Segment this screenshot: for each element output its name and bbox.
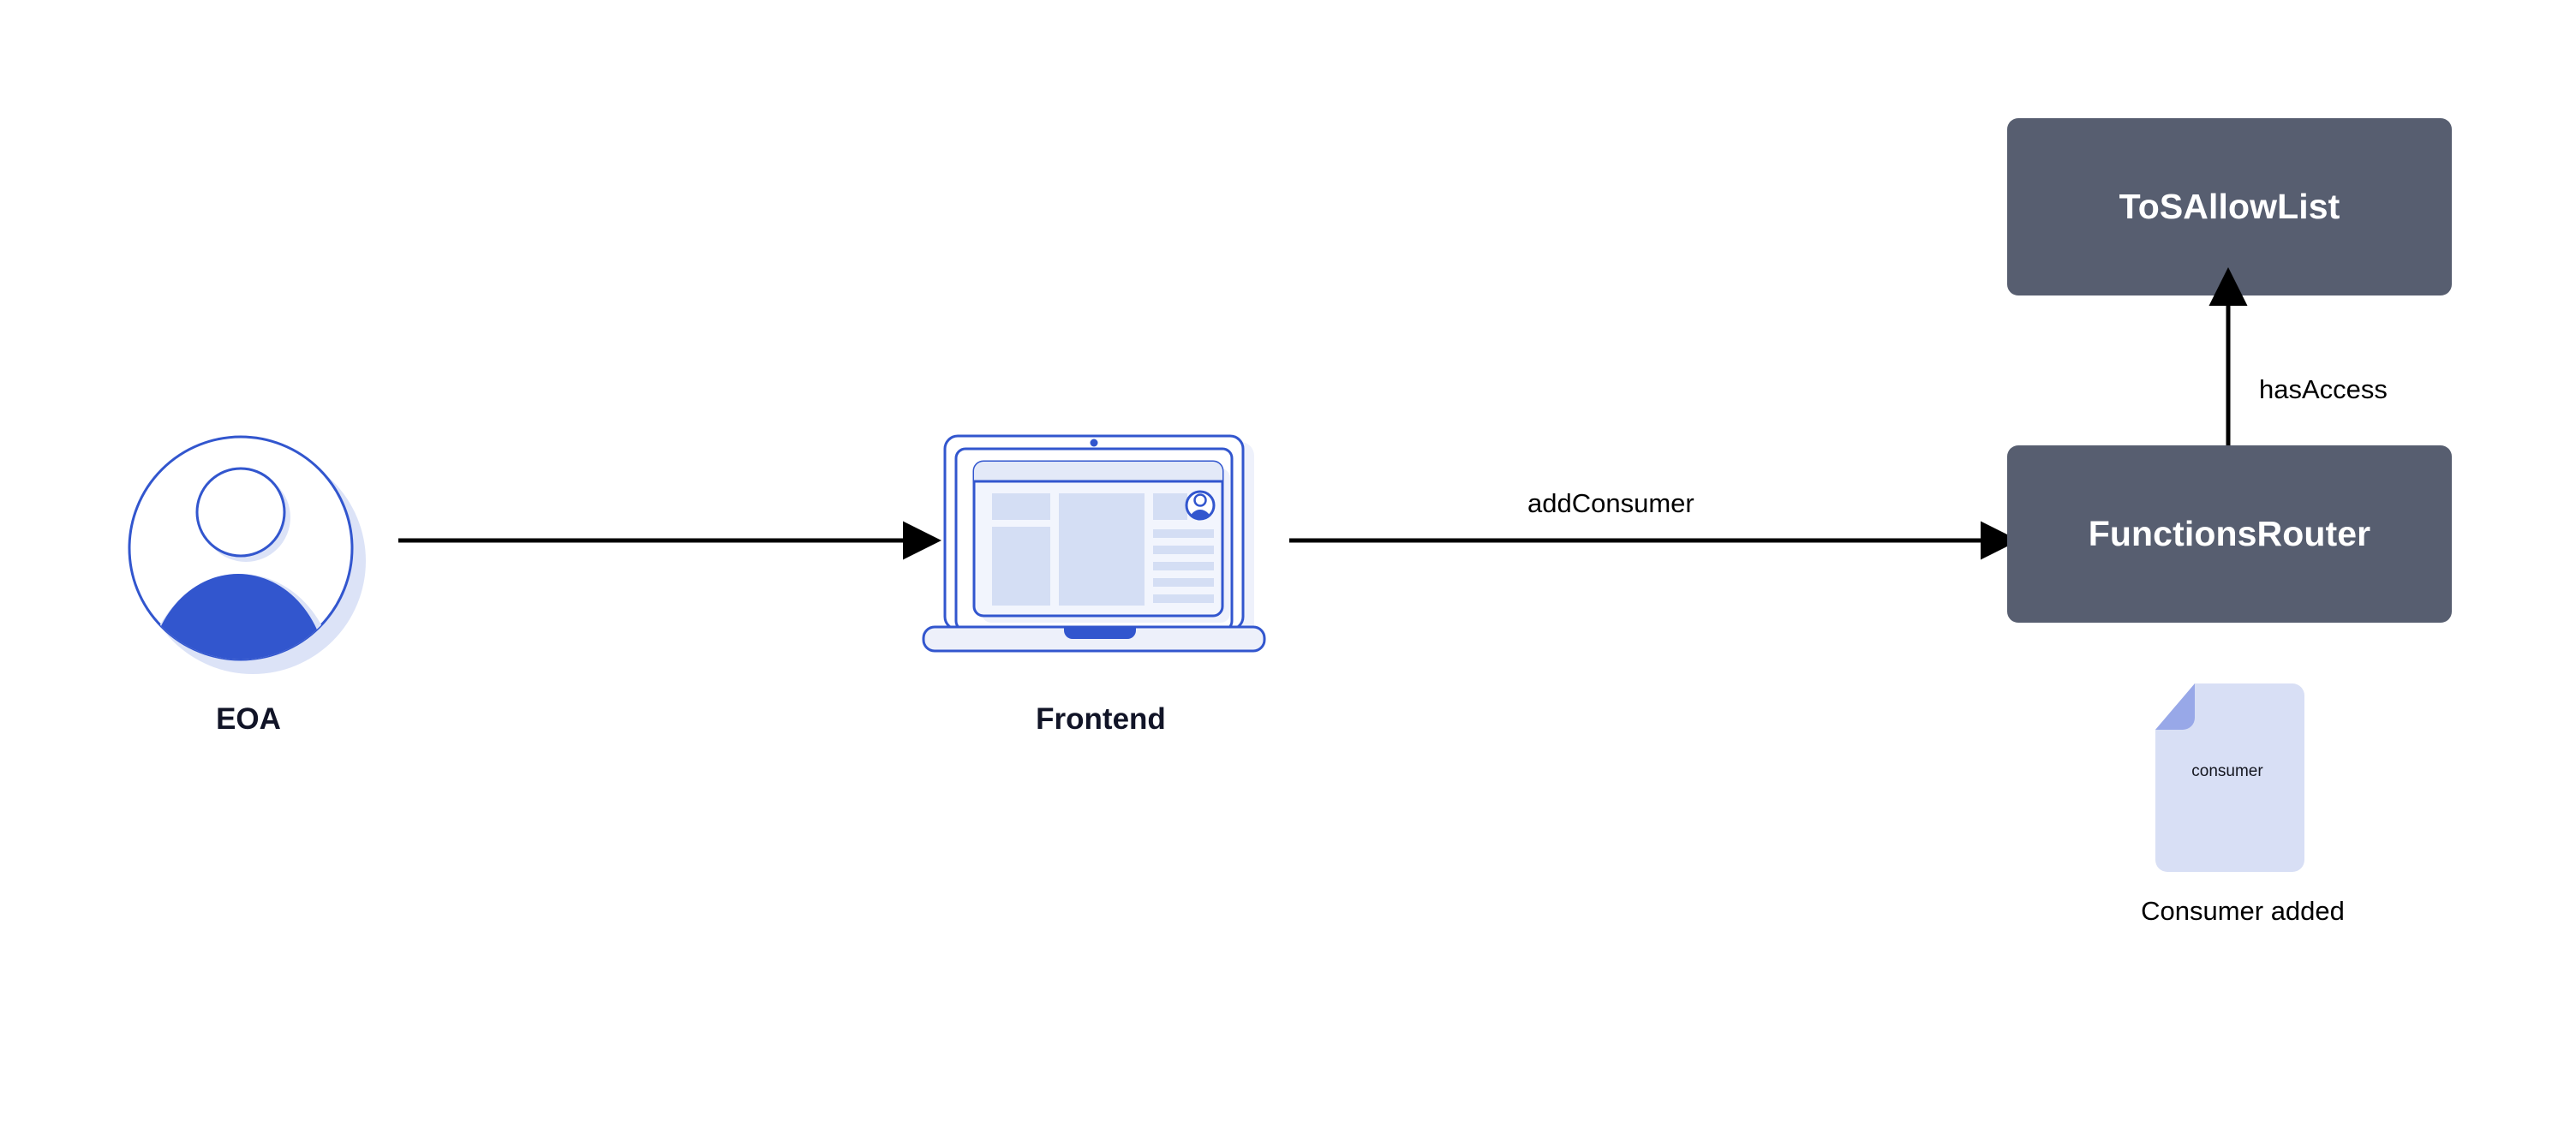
contract-box-functions-router[interactable]: FunctionsRouter xyxy=(2007,445,2452,623)
edge-label-add-consumer: addConsumer xyxy=(1527,488,1694,518)
user-avatar-icon xyxy=(128,435,366,674)
frontend-label: Frontend xyxy=(1036,702,1166,736)
contract-label-tos-allowlist: ToSAllowList xyxy=(2119,187,2340,226)
document-icon xyxy=(2155,683,2304,872)
arrow-eoa-to-frontend xyxy=(398,521,941,560)
eoa-label: EOA xyxy=(216,702,281,736)
consumer-document-icon xyxy=(2142,677,2330,878)
laptop-icon xyxy=(922,434,1266,653)
edge-label-has-access: hasAccess xyxy=(2259,374,2388,404)
frontend-laptop-icon xyxy=(917,428,1285,677)
arrow-frontend-to-functions-router xyxy=(1289,521,2019,560)
arrow-functions-router-to-tos-allowlist xyxy=(2208,267,2248,447)
consumer-added-caption: Consumer added xyxy=(2141,896,2345,926)
document-inner-label: consumer xyxy=(2191,762,2263,780)
eoa-avatar-icon xyxy=(116,428,373,677)
contract-label-functions-router: FunctionsRouter xyxy=(2088,514,2371,553)
contract-box-tos-allowlist[interactable]: ToSAllowList xyxy=(2007,118,2452,295)
